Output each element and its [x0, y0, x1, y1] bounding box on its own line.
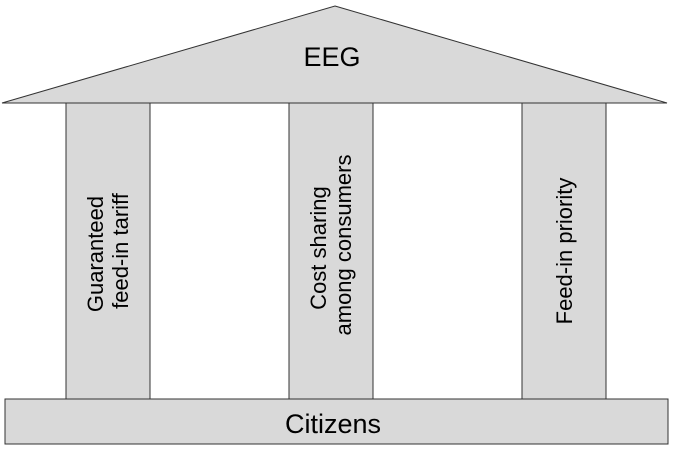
pillar-feed-in-priority-label: Feed-in priority: [552, 178, 577, 325]
base-label: Citizens: [285, 409, 381, 439]
pillar-guaranteed-tariff: [65, 102, 151, 400]
pillar-guaranteed-tariff-label: Guaranteed feed-in tariff: [83, 190, 133, 312]
pillar-cost-sharing-line-2: among consumers: [331, 155, 356, 336]
roof-label: EEG: [303, 42, 360, 72]
base-platform: [4, 398, 669, 445]
pillar-feed-in-priority: [521, 102, 607, 400]
pillar-cost-sharing: [288, 102, 374, 400]
pillar-cost-sharing-label: Cost sharing among consumers: [306, 155, 356, 336]
pillar-cost-sharing-line-1: Cost sharing: [306, 186, 331, 310]
pillar-guaranteed-tariff-line-2: feed-in tariff: [108, 192, 133, 309]
pillar-guaranteed-tariff-line-1: Guaranteed: [83, 196, 108, 312]
pillar-feed-in-priority-line-1: Feed-in priority: [552, 178, 577, 325]
